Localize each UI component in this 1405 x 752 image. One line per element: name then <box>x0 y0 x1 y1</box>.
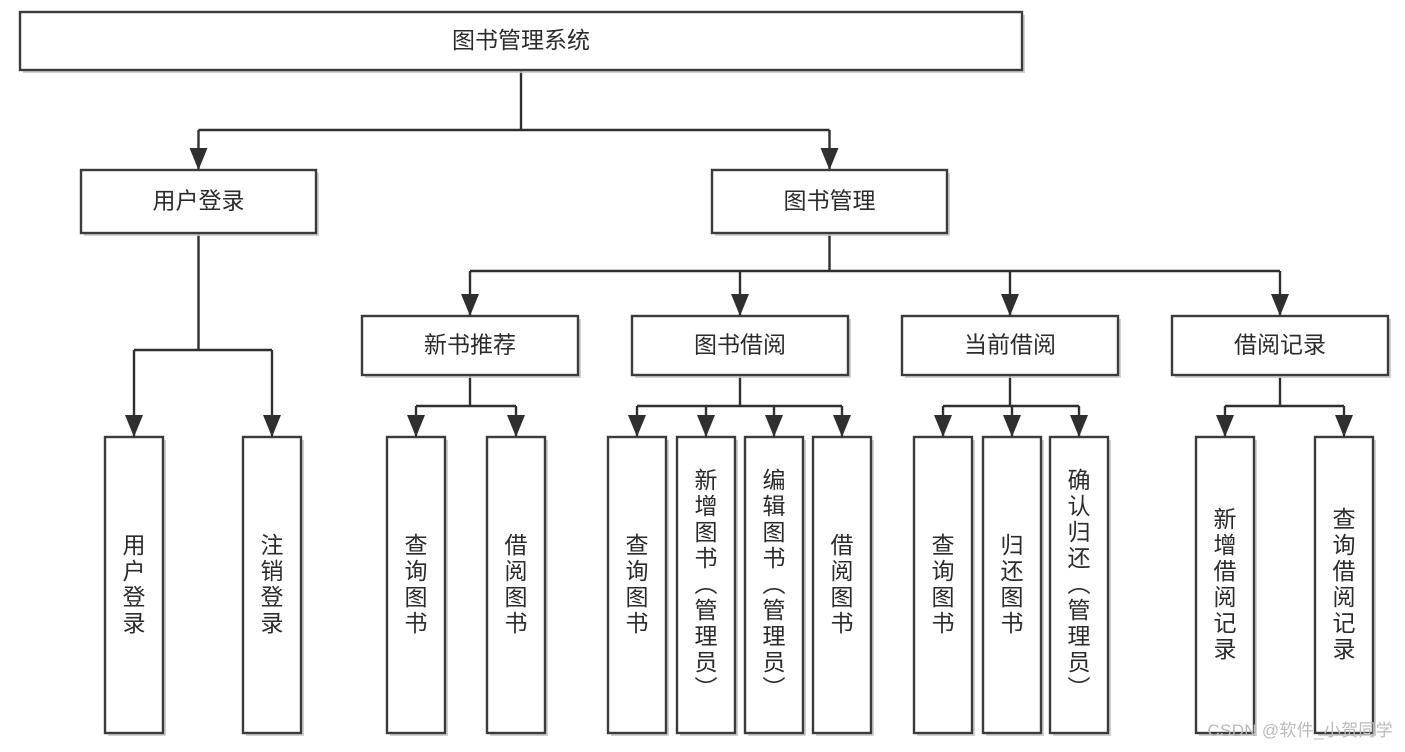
book-manage-arrow-2 <box>1001 294 1019 316</box>
node-user-login[interactable]: 用户登录 <box>79 168 319 236</box>
node-new-book-rec[interactable]: 新书推荐 <box>360 314 581 378</box>
node-user-login-rect[interactable] <box>79 168 318 235</box>
node-leaf-add-book-label: 新增图书︵管理员︶ <box>695 467 718 701</box>
node-leaf-add-record[interactable]: 新增借阅记录 <box>1194 435 1257 736</box>
node-leaf-edit-book[interactable]: 编辑图书︵管理员︶ <box>743 435 806 736</box>
leaf-new-book-rec-arrow-1 <box>507 415 525 437</box>
node-root-label: 图书管理系统 <box>452 27 590 53</box>
node-borrow-record-label: 借阅记录 <box>1234 332 1326 358</box>
node-leaf-return-book-label: 归还图书 <box>1001 532 1024 636</box>
leaf-borrow-record-arrow-0 <box>1216 415 1234 437</box>
node-leaf-logout-rect[interactable] <box>241 435 303 735</box>
leaf-book-borrow-arrow-0 <box>628 415 646 437</box>
node-leaf-query-book-borrow-rect[interactable] <box>606 435 668 735</box>
root-arrow-0 <box>189 148 208 170</box>
node-leaf-borrow-book-rec-label: 借阅图书 <box>505 532 528 636</box>
node-current-borrow[interactable]: 当前借阅 <box>900 314 1121 378</box>
node-leaf-add-book[interactable]: 新增图书︵管理员︶ <box>675 435 738 736</box>
node-book-manage[interactable]: 图书管理 <box>710 168 950 236</box>
node-borrow-record-rect[interactable] <box>1170 314 1390 377</box>
node-leaf-query-record-label: 查询借阅记录 <box>1333 506 1356 662</box>
node-leaf-query-record[interactable]: 查询借阅记录 <box>1313 435 1376 736</box>
nodes-layer: 图书管理系统用户登录图书管理新书推荐图书借阅当前借阅借阅记录用户登录注销登录查询… <box>18 10 1391 736</box>
node-leaf-query-book-borrow[interactable]: 查询图书 <box>606 435 669 736</box>
node-book-borrow-rect[interactable] <box>630 314 850 377</box>
node-book-manage-label: 图书管理 <box>784 188 876 214</box>
node-leaf-return-book[interactable]: 归还图书 <box>981 435 1044 736</box>
node-root-rect[interactable] <box>18 10 1024 72</box>
node-current-borrow-label: 当前借阅 <box>964 332 1056 358</box>
node-leaf-confirm-return[interactable]: 确认归还︵管理员︶ <box>1048 435 1111 736</box>
node-leaf-confirm-return-rect[interactable] <box>1048 435 1110 735</box>
leaf-current-borrow-arrow-0 <box>934 415 952 437</box>
node-leaf-borrow-book[interactable]: 借阅图书 <box>811 435 874 736</box>
node-leaf-add-record-rect[interactable] <box>1194 435 1256 735</box>
leaf-user-login-arrow-0 <box>125 415 143 437</box>
node-leaf-edit-book-rect[interactable] <box>743 435 805 735</box>
node-new-book-rec-rect[interactable] <box>360 314 580 377</box>
node-leaf-query-book-rec-label: 查询图书 <box>405 532 428 636</box>
node-book-borrow[interactable]: 图书借阅 <box>630 314 851 378</box>
node-root[interactable]: 图书管理系统 <box>18 10 1025 73</box>
book-manage-arrow-1 <box>731 294 749 316</box>
node-book-manage-rect[interactable] <box>710 168 949 235</box>
node-borrow-record[interactable]: 借阅记录 <box>1170 314 1391 378</box>
node-leaf-user-login-label: 用户登录 <box>123 532 146 636</box>
leaf-book-borrow-arrow-3 <box>833 415 851 437</box>
node-new-book-rec-label: 新书推荐 <box>424 332 516 358</box>
node-leaf-return-book-rect[interactable] <box>981 435 1043 735</box>
node-leaf-add-book-rect[interactable] <box>675 435 737 735</box>
node-leaf-query-book-rec-rect[interactable] <box>385 435 447 735</box>
leaf-new-book-rec-arrow-0 <box>407 415 425 437</box>
node-leaf-query-book-rec[interactable]: 查询图书 <box>385 435 448 736</box>
node-leaf-user-login-rect[interactable] <box>103 435 165 735</box>
node-leaf-user-login[interactable]: 用户登录 <box>103 435 166 736</box>
node-current-borrow-rect[interactable] <box>900 314 1120 377</box>
node-leaf-query-book-current-rect[interactable] <box>912 435 974 735</box>
node-leaf-logout-label: 注销登录 <box>261 532 284 636</box>
node-book-borrow-label: 图书借阅 <box>694 332 786 358</box>
node-leaf-logout[interactable]: 注销登录 <box>241 435 304 736</box>
node-user-login-label: 用户登录 <box>153 188 245 214</box>
node-leaf-query-record-rect[interactable] <box>1313 435 1375 735</box>
node-leaf-borrow-book-label: 借阅图书 <box>831 532 854 636</box>
leaf-book-borrow-arrow-1 <box>697 415 715 437</box>
node-leaf-add-record-label: 新增借阅记录 <box>1214 506 1237 662</box>
leaf-borrow-record-arrow-1 <box>1335 415 1353 437</box>
connectors-layer <box>125 70 1353 437</box>
leaf-book-borrow-arrow-2 <box>765 415 783 437</box>
node-leaf-borrow-book-rect[interactable] <box>811 435 873 735</box>
node-leaf-borrow-book-rec-rect[interactable] <box>485 435 547 735</box>
node-leaf-borrow-book-rec[interactable]: 借阅图书 <box>485 435 548 736</box>
root-arrow-1 <box>820 148 839 170</box>
leaf-user-login-arrow-1 <box>263 415 281 437</box>
node-leaf-edit-book-label: 编辑图书︵管理员︶ <box>763 467 786 701</box>
book-manage-arrow-3 <box>1271 294 1289 316</box>
node-leaf-confirm-return-label: 确认归还︵管理员︶ <box>1068 467 1091 701</box>
leaf-current-borrow-arrow-2 <box>1070 415 1088 437</box>
node-leaf-query-book-current-label: 查询图书 <box>932 532 955 636</box>
book-manage-arrow-0 <box>461 294 479 316</box>
leaf-current-borrow-arrow-1 <box>1003 415 1021 437</box>
node-leaf-query-book-borrow-label: 查询图书 <box>626 532 649 636</box>
node-leaf-query-book-current[interactable]: 查询图书 <box>912 435 975 736</box>
